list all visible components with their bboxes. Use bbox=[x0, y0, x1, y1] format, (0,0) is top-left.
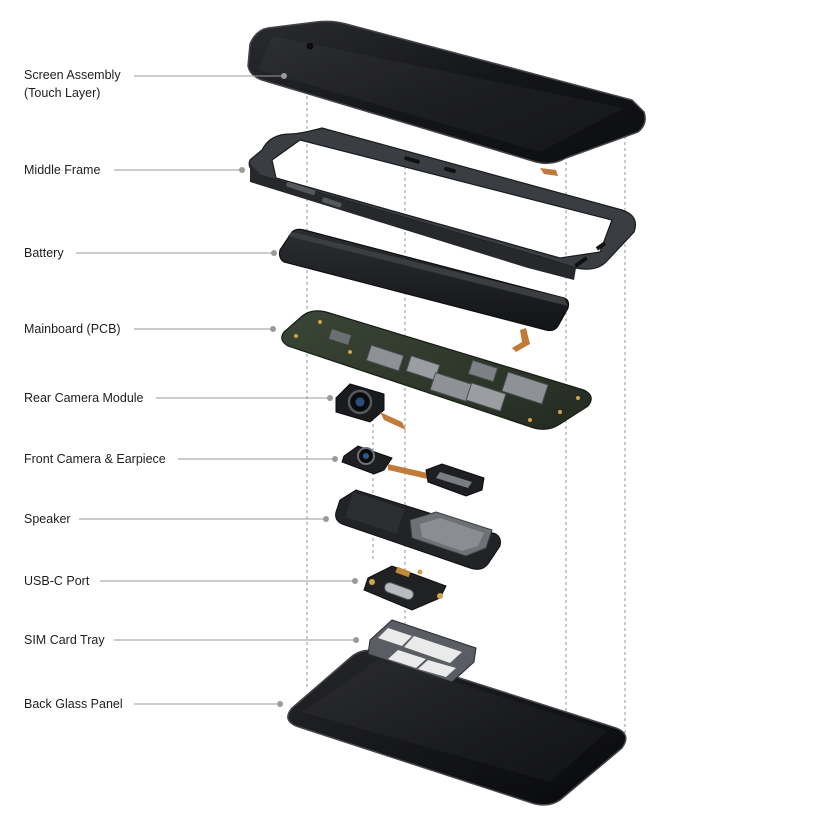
leader-dot bbox=[239, 167, 245, 173]
front-camera-earpiece bbox=[341, 445, 485, 497]
label-line: Middle Frame bbox=[24, 163, 101, 177]
leader-dot bbox=[270, 326, 276, 332]
mainboard-pcb bbox=[281, 310, 592, 430]
leader-dot bbox=[353, 637, 359, 643]
rear-camera-module bbox=[335, 383, 406, 430]
label-line: Mainboard (PCB) bbox=[24, 322, 121, 336]
leader-dot bbox=[327, 395, 333, 401]
label-line: (Touch Layer) bbox=[24, 86, 101, 100]
leader-dot bbox=[271, 250, 277, 256]
leader-dot bbox=[323, 516, 329, 522]
leader-dot bbox=[277, 701, 283, 707]
label-rear-camera-module: Rear Camera Module bbox=[24, 389, 144, 407]
label-line: Speaker bbox=[24, 512, 71, 526]
label-line: Screen Assembly bbox=[24, 68, 121, 82]
label-line: USB-C Port bbox=[24, 574, 90, 588]
usb-c-port bbox=[363, 565, 447, 611]
screen-assembly bbox=[247, 20, 646, 176]
label-usb-c-port: USB-C Port bbox=[24, 572, 89, 590]
sim-card-tray bbox=[367, 619, 477, 683]
label-battery: Battery bbox=[24, 244, 64, 262]
label-back-glass-panel: Back Glass Panel bbox=[24, 695, 123, 713]
label-sim-card-tray: SIM Card Tray bbox=[24, 631, 105, 649]
leader-lines bbox=[76, 73, 359, 707]
middle-frame bbox=[248, 127, 637, 280]
speaker bbox=[335, 489, 501, 570]
battery bbox=[278, 228, 570, 352]
leader-dot bbox=[352, 578, 358, 584]
label-front-camera-earpiece: Front Camera & Earpiece bbox=[24, 450, 166, 468]
leader-dot bbox=[281, 73, 287, 79]
label-screen-assembly: Screen Assembly (Touch Layer) bbox=[24, 66, 121, 102]
label-line: Battery bbox=[24, 246, 64, 260]
label-line: Back Glass Panel bbox=[24, 697, 123, 711]
label-mainboard-pcb: Mainboard (PCB) bbox=[24, 320, 121, 338]
label-line: SIM Card Tray bbox=[24, 633, 105, 647]
leader-dot bbox=[332, 456, 338, 462]
back-glass-panel bbox=[287, 649, 627, 806]
label-line: Front Camera & Earpiece bbox=[24, 452, 166, 466]
label-middle-frame: Middle Frame bbox=[24, 161, 100, 179]
label-speaker: Speaker bbox=[24, 510, 71, 528]
label-line: Rear Camera Module bbox=[24, 391, 144, 405]
